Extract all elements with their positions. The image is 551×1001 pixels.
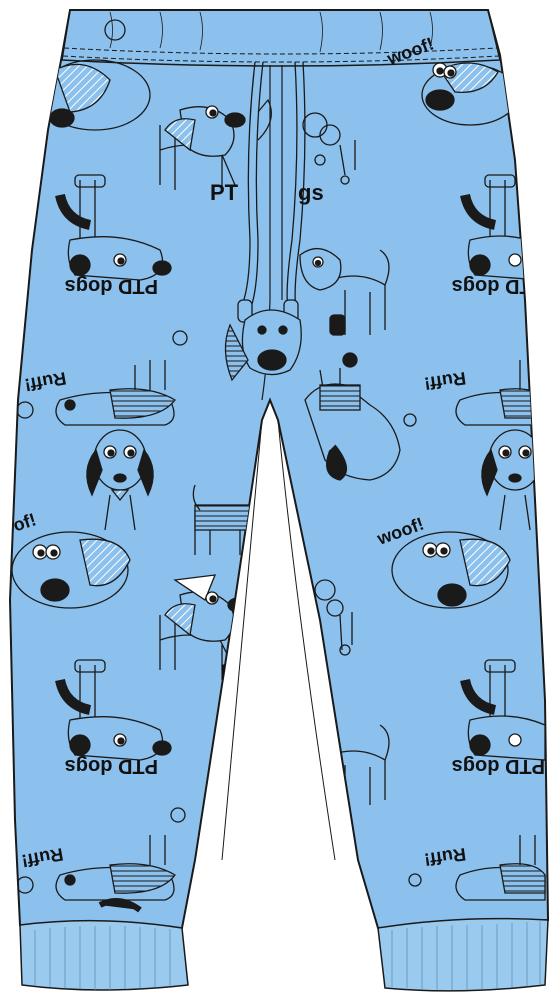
waistband-gathers xyxy=(109,11,433,53)
sitting-dog-icon xyxy=(304,352,417,481)
upside-dog-icon xyxy=(55,174,172,281)
print-logo: PTD dogs xyxy=(452,755,545,777)
print-logo-partial: gs xyxy=(298,180,324,205)
standing-dog-icon xyxy=(159,98,272,190)
dog-head-icon xyxy=(391,531,511,609)
center-dog-face-icon xyxy=(224,309,302,382)
print-logo: PTD dogs xyxy=(65,275,158,297)
dog-head-icon xyxy=(11,531,131,609)
inseam-right xyxy=(277,419,336,861)
cuff-ribbing xyxy=(34,921,541,990)
pants-body xyxy=(8,9,550,930)
lying-dog-icon xyxy=(408,835,546,901)
dog-head-icon xyxy=(421,62,519,126)
waistband-stitch xyxy=(62,55,500,63)
print-logo-partial: gs xyxy=(302,660,328,685)
inseam-left xyxy=(221,419,263,861)
dog-head-icon xyxy=(39,19,151,131)
print-logo: PTD dogs xyxy=(452,275,545,297)
poodle-icon xyxy=(314,579,353,656)
right-cuff xyxy=(377,917,549,992)
left-cuff xyxy=(19,919,189,991)
walking-dog-icon xyxy=(299,248,390,336)
lying-dog-icon xyxy=(16,360,176,426)
print-logo-partial: PT xyxy=(210,180,239,205)
dog-face-icon xyxy=(86,429,154,531)
lying-dog-icon xyxy=(16,835,176,913)
upside-dog-icon xyxy=(460,659,546,761)
dog-face-icon xyxy=(481,429,542,531)
waistband xyxy=(61,9,501,67)
waistband-stitch xyxy=(63,47,498,55)
upside-dog-icon xyxy=(55,659,172,761)
poodle-icon xyxy=(302,112,356,185)
button-icon xyxy=(170,807,186,823)
button-icon xyxy=(172,330,188,346)
print-logo: PTD dogs xyxy=(65,755,158,777)
